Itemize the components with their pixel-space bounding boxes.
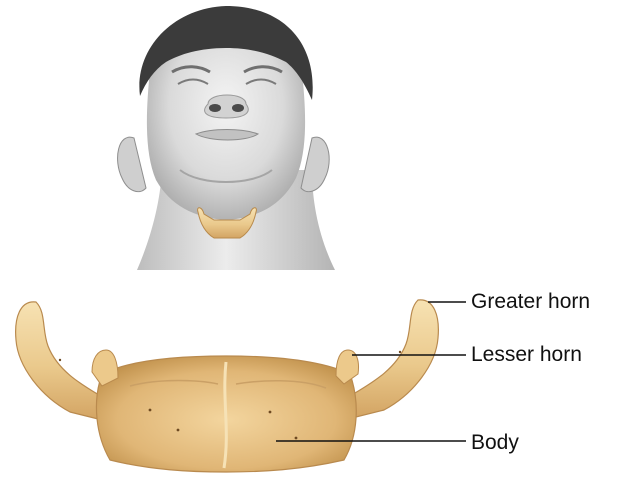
label-body: Body bbox=[471, 432, 519, 453]
left-ear-icon bbox=[118, 137, 146, 191]
label-greater-horn: Greater horn bbox=[471, 291, 590, 312]
median-ridge bbox=[224, 362, 226, 468]
right-nostril bbox=[232, 104, 244, 112]
bone-pore bbox=[177, 429, 180, 432]
label-lesser-horn: Lesser horn bbox=[471, 344, 582, 365]
left-nostril bbox=[209, 104, 221, 112]
bone-pore bbox=[399, 351, 401, 353]
bone-pore bbox=[149, 409, 152, 412]
bone-pore bbox=[269, 411, 272, 414]
hyoid-bone-illustration bbox=[16, 300, 439, 472]
right-greater-horn bbox=[350, 300, 438, 418]
bone-pore bbox=[295, 437, 298, 440]
right-ear-icon bbox=[301, 137, 329, 191]
bone-pore bbox=[59, 359, 61, 361]
head-illustration bbox=[118, 6, 335, 270]
